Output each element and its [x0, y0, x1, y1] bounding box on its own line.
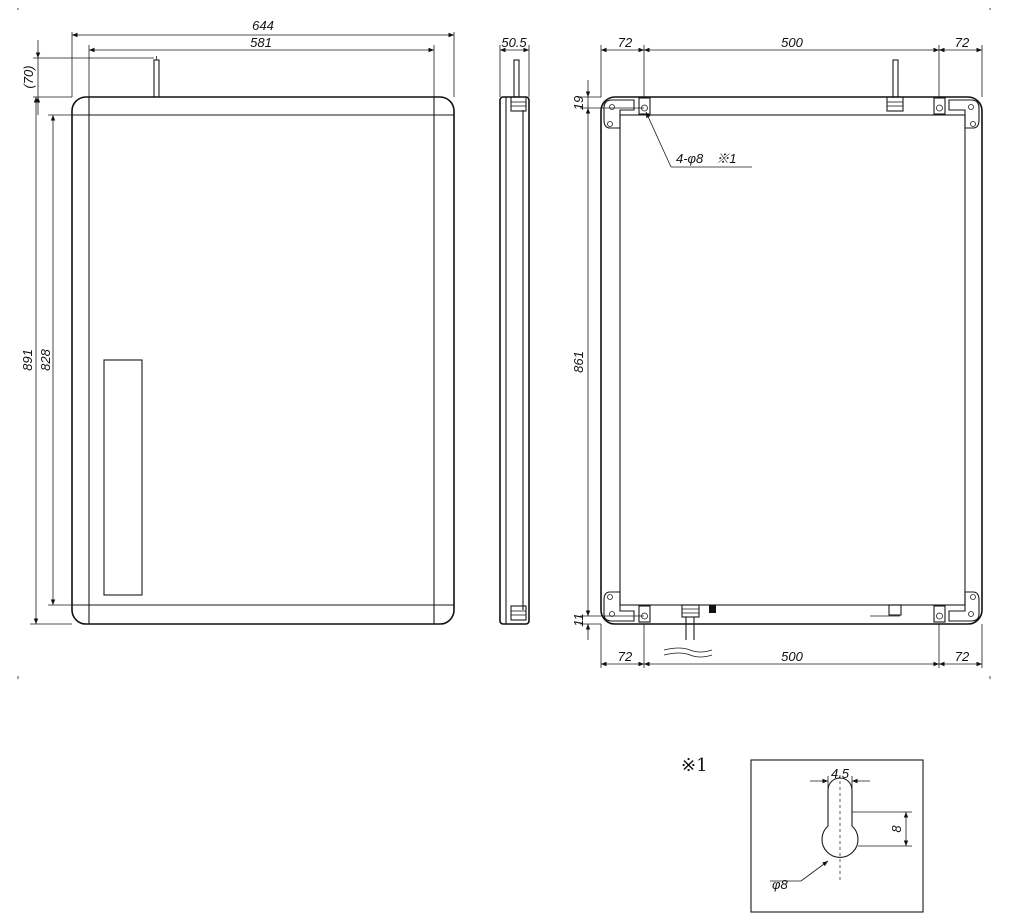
dim-828-label: 828	[38, 348, 53, 370]
dim-70-label: (70)	[21, 65, 36, 88]
hole-callout-label: 4-φ8 ※1	[676, 151, 737, 166]
front-view: 644 581 (70) 891 828	[20, 18, 455, 625]
sheet-corner-marks	[17, 8, 991, 679]
dim-top-left-72: 72	[618, 35, 633, 50]
dim-top-500: 500	[781, 35, 803, 50]
dim-slot-length: 8	[889, 825, 904, 833]
dim-hole-diameter: φ8	[772, 877, 788, 892]
dim-inner-height: 828	[38, 114, 72, 606]
dim-50-5-label: 50.5	[501, 35, 527, 50]
hole-callout: 4-φ8 ※1	[645, 111, 752, 168]
dim-bottom-left-72: 72	[618, 649, 633, 664]
dim-depth: 50.5	[499, 35, 530, 97]
dim-891-label: 891	[20, 349, 35, 371]
front-antenna	[153, 56, 160, 98]
corner-brackets	[603, 99, 980, 622]
bottom-fittings	[663, 604, 902, 658]
dim-antenna-height: (70)	[21, 40, 154, 115]
dim-bottom-500: 500	[781, 649, 803, 664]
dim-back-left: 19 861 11	[571, 80, 644, 640]
dim-inner-width: 581	[88, 35, 435, 97]
dim-top-right-72: 72	[955, 35, 970, 50]
dim-back-bottom: 72 500 72	[600, 624, 983, 668]
dim-11-label: 11	[571, 613, 586, 627]
dim-861-label: 861	[571, 351, 586, 373]
back-antenna	[886, 59, 904, 112]
dim-overall-height: 891	[20, 97, 72, 625]
dim-581-label: 581	[250, 35, 272, 50]
dim-19-label: 19	[571, 96, 586, 110]
detail-mark: ※1	[681, 755, 708, 776]
back-view: 72 500 72 72 500 72 19	[571, 35, 983, 668]
dim-slot-width: 4.5	[831, 766, 850, 781]
side-view: 50.5	[499, 35, 530, 625]
dim-overall-width: 644	[71, 18, 455, 97]
dim-back-top: 72 500 72	[600, 35, 983, 97]
front-display-window	[103, 359, 143, 596]
detail-view: ※1 4.5 8 φ8	[681, 755, 924, 913]
dim-bottom-right-72: 72	[955, 649, 970, 664]
front-mirror-outline	[71, 96, 455, 625]
keyhole-slots	[638, 97, 946, 623]
dim-644-label: 644	[252, 18, 274, 33]
